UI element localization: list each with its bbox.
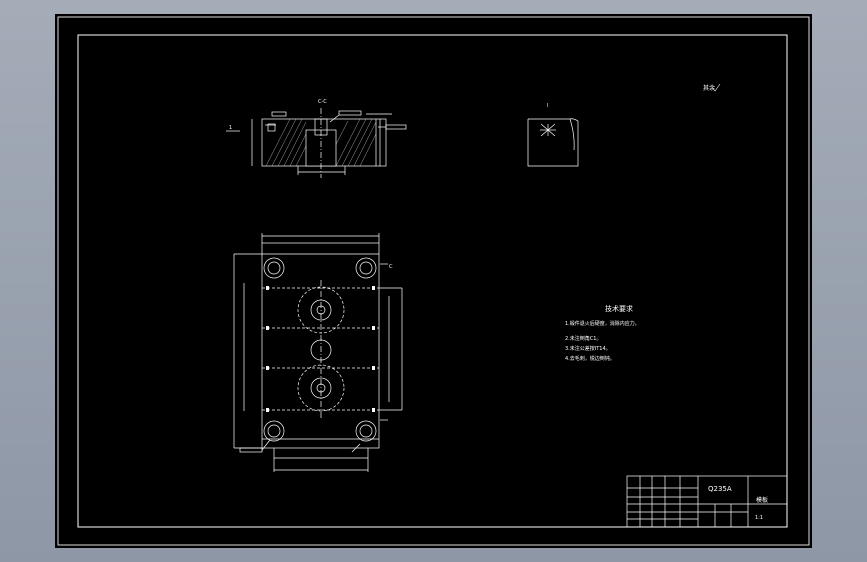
outer-border xyxy=(57,16,810,546)
section-view: C-C 1 xyxy=(226,99,407,178)
plan-view xyxy=(233,233,403,472)
corner-hole-tr xyxy=(355,257,377,279)
corner-hole-tl xyxy=(263,257,285,279)
tech-req-title: 技术要求 xyxy=(605,304,633,313)
corner-hole-bl xyxy=(263,420,285,442)
title-block xyxy=(626,475,788,528)
tech-req-item: 3.未注公差按IT14。 xyxy=(565,345,611,352)
inner-frame xyxy=(77,34,788,528)
detail-view-label: I xyxy=(547,103,548,109)
tech-req-item: 4.去毛刺，锐边倒钝。 xyxy=(565,355,615,362)
corner-hole-br xyxy=(355,420,377,442)
plate-outline xyxy=(261,242,380,449)
roughness-note: 其余 xyxy=(703,84,715,92)
drawing-area xyxy=(55,14,812,548)
technical-requirements: 技术要求 1.锻件退火后硬度，消除内应力。 2.未注倒角C1。 3.未注公差按I… xyxy=(565,304,640,362)
section-hatching xyxy=(265,118,377,167)
title-material: Q235A xyxy=(708,485,732,493)
title-part-name: 模板 xyxy=(756,496,768,504)
section-marker: 1 xyxy=(229,125,232,131)
detail-view: I xyxy=(527,103,579,167)
title-scale: 1:1 xyxy=(755,515,763,521)
tech-req-item: 2.未注倒角C1。 xyxy=(565,335,601,342)
tech-req-item: 1.锻件退火后硬度，消除内应力。 xyxy=(565,320,640,327)
plan-marker-c: C xyxy=(389,264,393,270)
section-view-label: C-C xyxy=(318,99,327,105)
roughness-symbol xyxy=(711,83,721,92)
